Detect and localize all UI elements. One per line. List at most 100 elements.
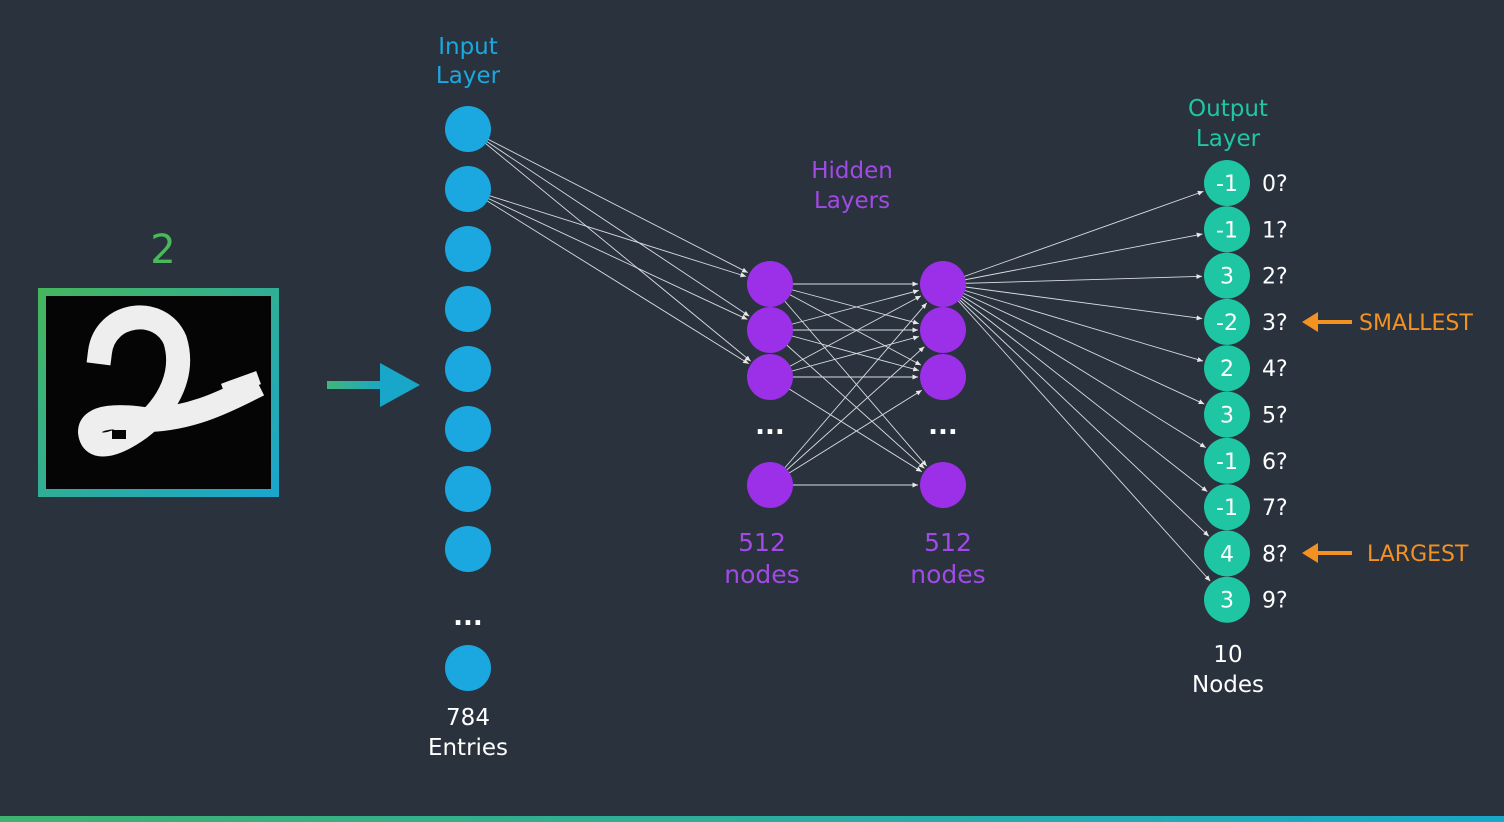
hidden-node [747, 307, 793, 353]
input-to-hidden-connection [467, 128, 751, 362]
smallest-label: SMALLEST [1359, 311, 1473, 336]
hidden-to-hidden-connection [769, 289, 919, 331]
hidden-to-hidden-connection [769, 335, 919, 378]
output-class-label: 0? [1262, 172, 1288, 197]
hidden-to-hidden-connection [769, 329, 919, 372]
output-node-value: -1 [1216, 172, 1238, 197]
hidden-layer-2-unit: nodes [910, 560, 985, 589]
hidden-to-output-connection [942, 283, 1210, 537]
hidden-to-hidden-connection [769, 302, 928, 486]
flow-arrow-icon [327, 363, 420, 407]
input-node [445, 166, 491, 212]
hidden-node [920, 354, 966, 400]
hidden-to-output-connection [942, 232, 1203, 285]
output-node [1204, 484, 1250, 531]
hidden-to-hidden-connection [769, 376, 923, 473]
output-node-value: 3 [1220, 404, 1234, 429]
input-layer-title: Input [438, 34, 498, 60]
input-layer-count: 784 [446, 705, 490, 731]
output-node-value: 4 [1220, 542, 1234, 567]
digit-image [38, 288, 279, 497]
arrow-left-icon [1302, 312, 1352, 332]
output-class-label: 9? [1262, 589, 1288, 614]
digit-label: 2 [150, 227, 175, 273]
hidden-node [747, 354, 793, 400]
hidden-to-hidden-connection [769, 346, 925, 486]
input-layer-count-unit: Entries [428, 735, 508, 761]
input-node [445, 226, 491, 272]
input-node [445, 106, 491, 152]
output-node-value: -1 [1216, 218, 1238, 243]
hidden-node [920, 462, 966, 508]
output-node [1204, 391, 1250, 438]
output-node [1204, 206, 1250, 253]
smallest-annotation: SMALLEST [1302, 311, 1473, 336]
output-node-value: -2 [1216, 311, 1238, 336]
hidden-layer-1-count: 512 [738, 528, 786, 557]
hidden-to-hidden-connection [769, 283, 928, 467]
input-node [445, 346, 491, 392]
hidden-to-output-connection [942, 283, 1203, 321]
output-layer-title: Output [1188, 96, 1268, 122]
input-to-hidden-connection [467, 188, 748, 320]
input-layer-title-line2: Layer [436, 63, 501, 89]
output-node-value: -1 [1216, 496, 1238, 521]
hidden-layer-2-ellipsis: ... [928, 411, 958, 441]
output-class-label: 4? [1262, 357, 1288, 382]
output-layer-count-unit: Nodes [1192, 672, 1264, 698]
output-node [1204, 576, 1250, 623]
hidden-to-hidden-connection [769, 283, 922, 366]
output-class-label: 3? [1262, 311, 1288, 336]
output-layer-title-line2: Layer [1196, 126, 1261, 152]
bottom-progress-bar [0, 816, 1504, 822]
input-node [445, 526, 491, 572]
input-to-hidden-connection [467, 128, 748, 273]
hidden-layer-1-ellipsis: ... [755, 411, 785, 441]
hidden-layer-1-unit: nodes [724, 560, 799, 589]
hidden-to-output-connection [942, 190, 1204, 285]
hidden-to-output-connection [942, 283, 1211, 582]
output-node-value: 3 [1220, 265, 1234, 290]
output-node [1204, 530, 1250, 577]
largest-label: LARGEST [1367, 542, 1469, 567]
hidden-to-output-connection [942, 283, 1204, 362]
hidden-to-hidden-connection [769, 329, 925, 469]
output-node [1204, 160, 1250, 206]
input-to-hidden-connection [467, 188, 747, 278]
input-node [445, 645, 491, 691]
connections [467, 128, 1211, 582]
input-node [445, 466, 491, 512]
output-class-label: 7? [1262, 496, 1288, 521]
hidden-layers-title-line2: Layers [814, 188, 890, 214]
output-node [1204, 437, 1250, 484]
hidden-layer-1-nodes [747, 261, 793, 508]
output-node [1204, 252, 1250, 299]
hidden-to-hidden-connection [769, 283, 919, 325]
output-class-label: 1? [1262, 218, 1288, 243]
hidden-layer-2-count: 512 [924, 528, 972, 557]
output-class-label: 6? [1262, 450, 1288, 475]
output-layer-count: 10 [1213, 642, 1242, 668]
input-to-hidden-connection [467, 188, 750, 365]
hidden-to-output-connection [942, 273, 1203, 285]
output-class-label: 5? [1262, 404, 1288, 429]
hidden-to-output-connection [942, 283, 1205, 405]
output-node [1204, 298, 1250, 345]
input-node [445, 406, 491, 452]
largest-annotation: LARGEST [1302, 542, 1469, 567]
output-class-label: 8? [1262, 542, 1288, 567]
hidden-node [747, 462, 793, 508]
output-node-value: 2 [1220, 357, 1234, 382]
hidden-to-hidden-connection [769, 295, 922, 378]
hidden-to-output-connection [942, 283, 1207, 448]
hidden-layer-2-nodes [920, 261, 966, 508]
hidden-node [747, 261, 793, 307]
output-node-value: 3 [1220, 589, 1234, 614]
output-node-value: -1 [1216, 450, 1238, 475]
arrow-left-icon [1302, 543, 1352, 563]
input-node [445, 286, 491, 332]
hidden-node [920, 307, 966, 353]
